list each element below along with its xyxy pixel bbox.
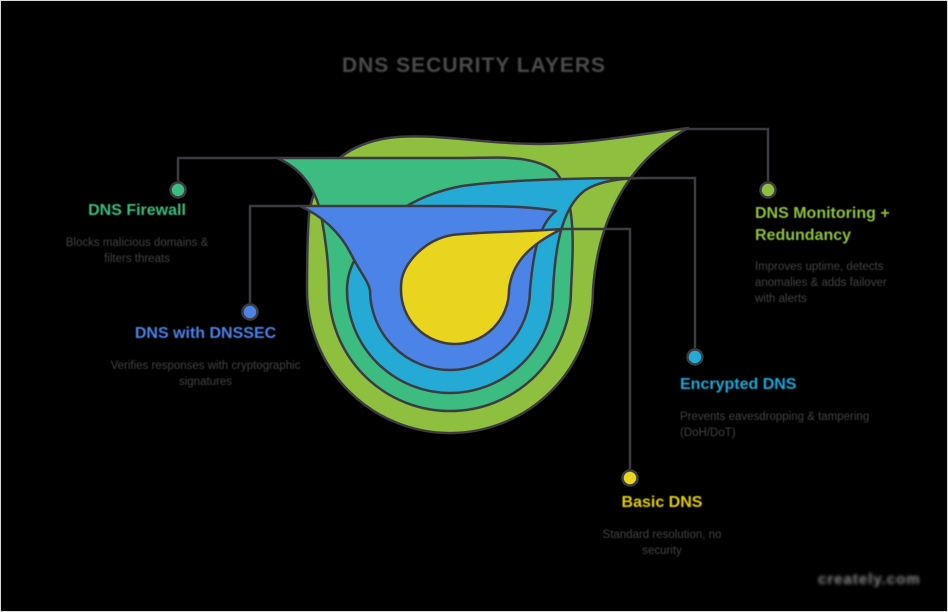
- watermark: creately.com: [818, 571, 921, 588]
- layer-basic-shape: [399, 227, 564, 346]
- connector-dnssec: [248, 204, 300, 303]
- callout-monitoring-description: Improves uptime, detects anomalies & add…: [755, 261, 887, 306]
- olive-dot-icon: [759, 181, 777, 199]
- callout-dnssec-description: Verifies responses with cryptographic si…: [110, 359, 301, 388]
- callout-encrypted-label: Encrypted DNS: [680, 376, 797, 393]
- callout-monitoring-label: DNS Monitoring + Redundancy: [755, 205, 890, 244]
- connector-encrypted: [648, 176, 697, 348]
- callout-basic: Basic DNS Standard resolution, no securi…: [592, 492, 732, 559]
- cyan-dot-icon: [686, 348, 704, 366]
- callout-encrypted: Encrypted DNS Prevents eavesdropping & t…: [680, 374, 905, 441]
- connector-firewall: [176, 156, 277, 181]
- callout-encrypted-description: Prevents eavesdropping & tampering (DoH/…: [680, 410, 870, 439]
- green-dot-icon: [169, 181, 187, 199]
- connector-monitoring: [686, 127, 770, 181]
- callout-firewall-label: DNS Firewall: [88, 202, 186, 219]
- page-title: DNS SECURITY LAYERS: [341, 54, 607, 77]
- callout-basic-label: Basic DNS: [621, 494, 703, 511]
- callout-firewall-description: Blocks malicious domains & filters threa…: [65, 236, 209, 265]
- callout-basic-description: Standard resolution, no security: [602, 528, 722, 557]
- callout-monitoring: DNS Monitoring + Redundancy Improves upt…: [755, 203, 930, 307]
- connector-basic: [562, 227, 632, 469]
- blue-dot-icon: [241, 303, 259, 321]
- callout-dnssec: DNS with DNSSEC Verifies responses with …: [88, 323, 323, 390]
- yellow-dot-icon: [621, 469, 639, 487]
- callout-dnssec-label: DNS with DNSSEC: [134, 325, 277, 342]
- callout-firewall: DNS Firewall Blocks malicious domains & …: [57, 200, 217, 267]
